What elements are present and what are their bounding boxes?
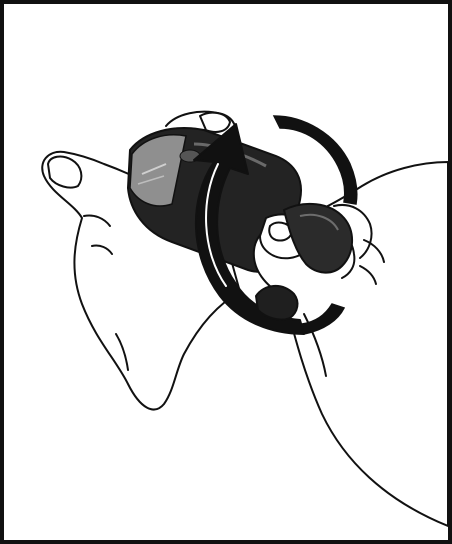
right-hand <box>254 162 448 526</box>
twist-cap-illustration <box>4 4 448 540</box>
device-lower-ring <box>256 286 297 320</box>
